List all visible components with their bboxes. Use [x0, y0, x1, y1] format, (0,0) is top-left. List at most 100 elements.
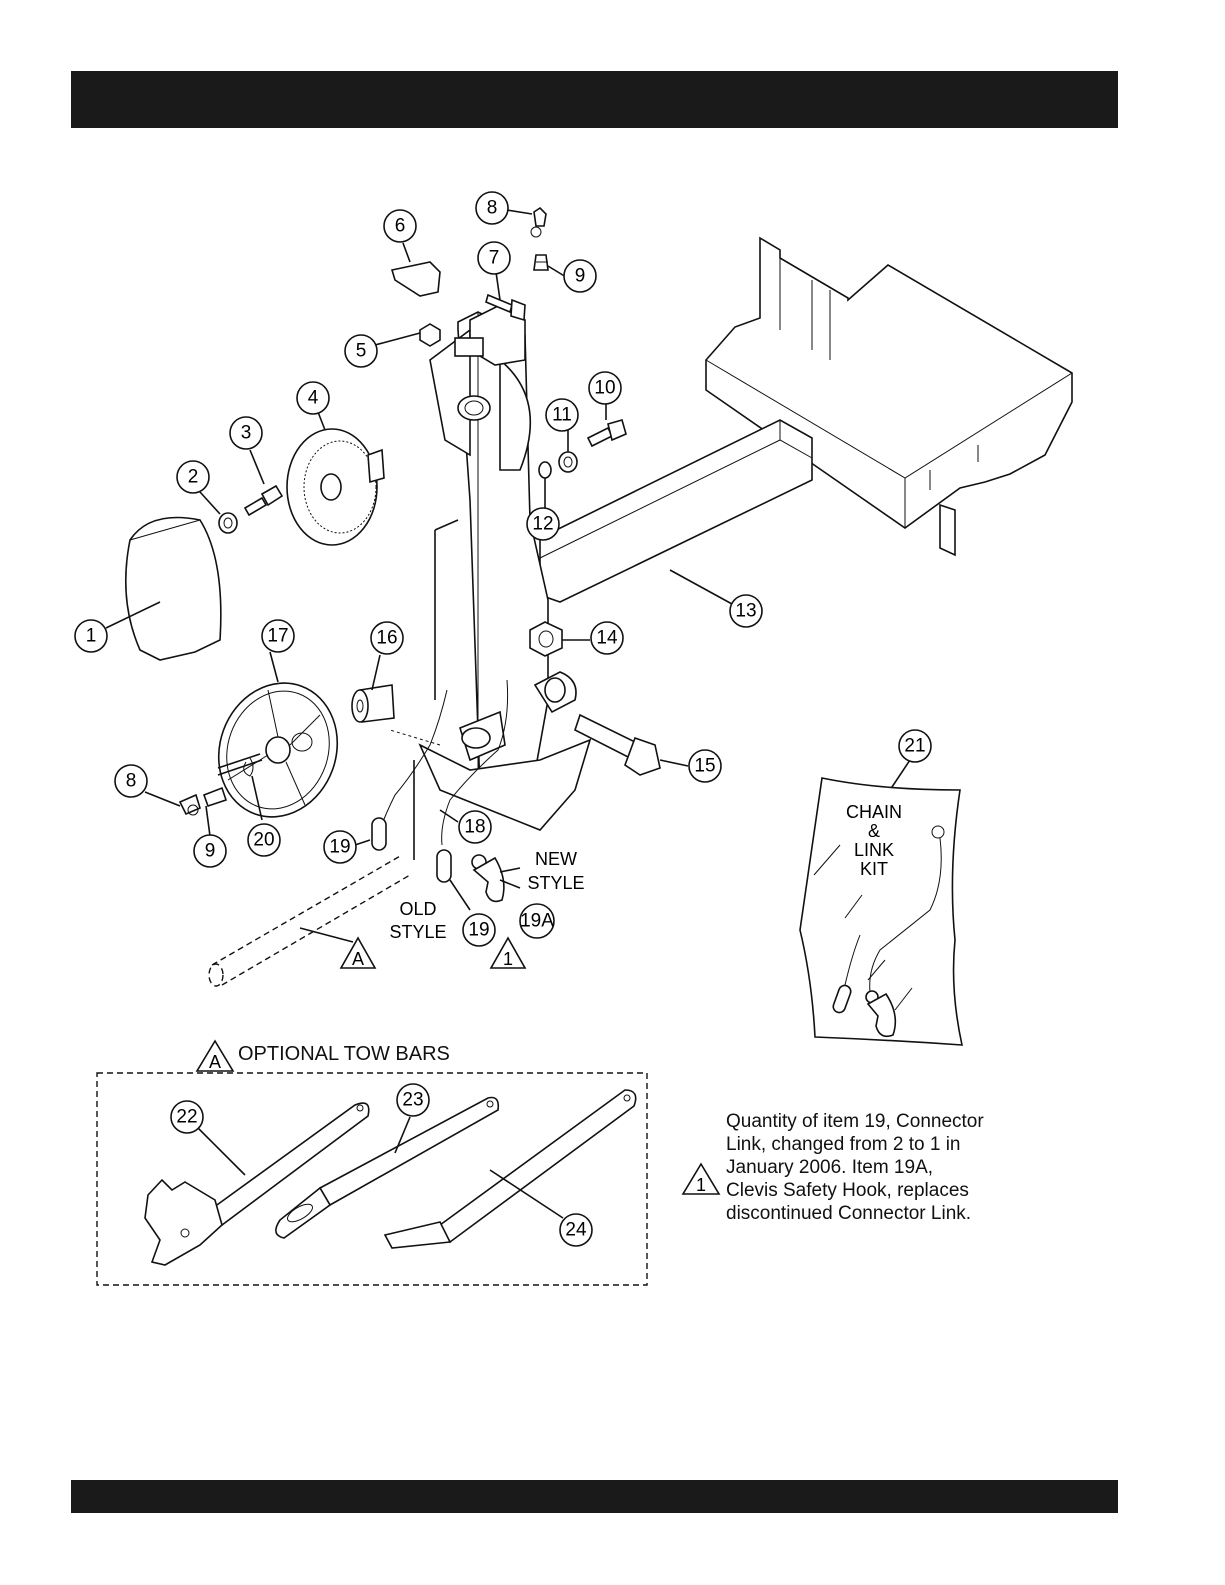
callout-22: 22 [171, 1101, 203, 1133]
callout-13: 13 [730, 595, 762, 627]
part-3-bolt [245, 486, 282, 515]
callout-14: 14 [591, 622, 623, 654]
part-6-handle [392, 262, 440, 296]
svg-text:16: 16 [376, 628, 397, 649]
optional-tow-bars-title: OPTIONAL TOW BARS [238, 1043, 450, 1066]
svg-text:5: 5 [356, 341, 367, 362]
svg-text:4: 4 [308, 388, 319, 409]
callout-8-left: 8 [115, 765, 147, 797]
part-17-handwheel [200, 666, 356, 833]
svg-text:23: 23 [402, 1090, 423, 1111]
callout-24: 24 [560, 1214, 592, 1246]
new-style-label-1: NEW [535, 849, 577, 869]
svg-text:22: 22 [176, 1107, 197, 1128]
callout-19-left: 19 [324, 831, 356, 863]
svg-text:12: 12 [532, 514, 553, 535]
part-12-bushing [539, 462, 551, 478]
part-2-washer [219, 513, 237, 533]
new-style-label-2: STYLE [527, 873, 584, 893]
callout-4: 4 [297, 382, 329, 414]
svg-text:17: 17 [267, 626, 288, 647]
kit-label-line-4: KIT [860, 859, 888, 879]
callout-17: 17 [262, 620, 294, 652]
note-line: January 2006. Item 19A, [726, 1156, 1026, 1179]
callout-9-top: 9 [564, 260, 596, 292]
part-21-chain-link-kit: CHAIN & LINK KIT [800, 778, 962, 1045]
callout-19A: 19A [520, 904, 554, 938]
part-5-nut [420, 324, 440, 346]
tow-bars-marker-text: A [209, 1052, 221, 1072]
svg-text:24: 24 [565, 1220, 587, 1241]
part-19-link-right [437, 850, 451, 882]
marker-1-text: 1 [503, 949, 513, 969]
part-16-hub [352, 685, 394, 722]
part-19-link-left [372, 818, 386, 850]
note-marker-triangle: 1 [683, 1164, 719, 1195]
callout-10: 10 [589, 372, 621, 404]
tongue-tube [540, 420, 812, 602]
callout-8-top: 8 [476, 192, 508, 224]
part-8-pin-top [531, 208, 546, 237]
note-line: Clevis Safety Hook, replaces [726, 1179, 1026, 1202]
svg-text:19: 19 [468, 920, 489, 941]
callout-1: 1 [75, 620, 107, 652]
svg-text:8: 8 [487, 198, 498, 219]
svg-text:2: 2 [188, 467, 199, 488]
callout-20: 20 [248, 824, 280, 856]
callout-21: 21 [899, 730, 931, 762]
trailer-frame-box [706, 238, 1072, 555]
note-marker-text: 1 [696, 1175, 706, 1195]
part-9-fitting-top [534, 255, 548, 270]
svg-text:19A: 19A [520, 911, 554, 932]
kit-label-line-2: & [868, 821, 880, 841]
svg-text:1: 1 [86, 626, 97, 647]
note-line: Quantity of item 19, Connector [726, 1110, 1026, 1133]
callout-7: 7 [478, 242, 510, 274]
callout-19-right: 19 [463, 914, 495, 946]
callout-2: 2 [177, 461, 209, 493]
callout-15: 15 [689, 750, 721, 782]
part-1-cover [126, 518, 221, 661]
svg-text:9: 9 [205, 841, 216, 862]
part-11-washer [559, 452, 577, 472]
svg-text:9: 9 [575, 266, 586, 287]
revision-note: Quantity of item 19, Connector Link, cha… [726, 1110, 1026, 1225]
svg-text:10: 10 [594, 378, 615, 399]
callout-6: 6 [384, 210, 416, 242]
part-9-fitting-left [204, 788, 226, 806]
svg-text:7: 7 [489, 248, 500, 269]
svg-text:11: 11 [552, 405, 572, 426]
old-style-label-1: OLD [399, 899, 436, 919]
callout-12: 12 [527, 508, 559, 540]
callout-11: 11 [546, 399, 578, 431]
part-4-sprocket [287, 429, 384, 545]
marker-a-text: A [352, 949, 364, 969]
part-10-bolt [588, 420, 626, 446]
part-14-nut [530, 622, 562, 656]
callout-9-left: 9 [194, 835, 226, 867]
svg-text:15: 15 [694, 756, 715, 777]
kit-label-line-3: LINK [854, 840, 894, 860]
note-line: Link, changed from 2 to 1 in [726, 1133, 1026, 1156]
callout-5: 5 [345, 335, 377, 367]
part-19A-hook [472, 855, 504, 901]
kit-label-line-1: CHAIN [846, 802, 902, 822]
marker-1-triangle-diagram: 1 [491, 938, 525, 969]
note-line: discontinued Connector Link. [726, 1202, 1026, 1225]
callout-3: 3 [230, 417, 262, 449]
svg-text:3: 3 [241, 423, 252, 444]
svg-text:21: 21 [904, 736, 925, 757]
svg-text:8: 8 [126, 771, 137, 792]
callout-23: 23 [397, 1084, 429, 1116]
svg-text:19: 19 [329, 837, 350, 858]
marker-a-triangle: A [341, 938, 375, 969]
svg-text:13: 13 [735, 601, 756, 622]
svg-text:18: 18 [464, 817, 485, 838]
callout-18: 18 [459, 811, 491, 843]
svg-text:14: 14 [596, 628, 618, 649]
callout-16: 16 [371, 622, 403, 654]
part-8-pin-left [180, 795, 200, 815]
old-style-label-2: STYLE [389, 922, 446, 942]
svg-text:6: 6 [395, 216, 406, 237]
